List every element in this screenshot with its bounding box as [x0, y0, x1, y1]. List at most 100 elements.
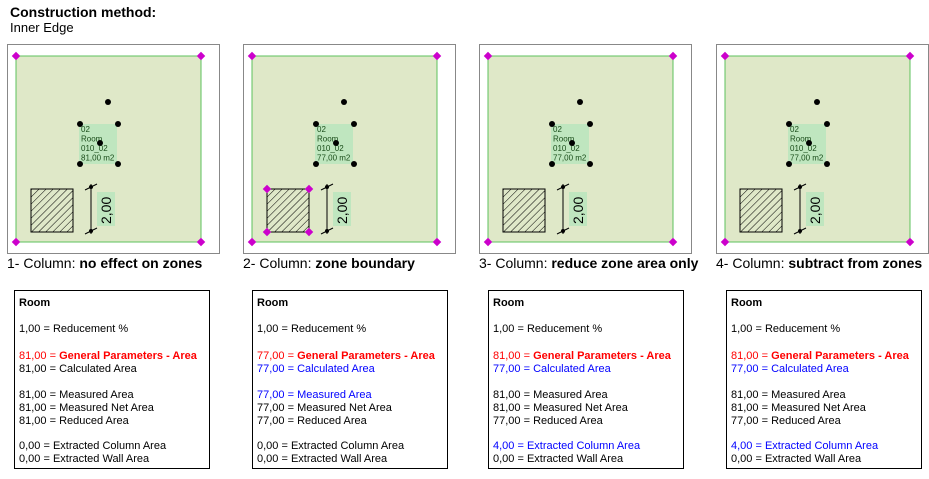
column-element[interactable]	[739, 188, 783, 233]
zone-corner-handle[interactable]	[432, 51, 442, 61]
caption-method: subtract from zones	[788, 255, 923, 271]
measured-area-line: 81,00 = Measured Area	[19, 389, 134, 401]
stamp-hotspot[interactable]	[814, 99, 820, 105]
stamp-hotspot[interactable]	[115, 161, 121, 167]
method-caption: 4- Column: subtract from zones	[716, 255, 922, 271]
zone-stamp-line: Room	[553, 135, 575, 144]
construction-method-value: Inner Edge	[10, 20, 74, 35]
gp-area-value: 77,00 =	[257, 350, 298, 362]
zone-stamp-line: Room	[317, 135, 339, 144]
zone-corner-handle[interactable]	[262, 184, 272, 194]
extracted-wall-area-line: 0,00 = Extracted Wall Area	[19, 453, 150, 465]
general-parameters-area-line: 77,00 = General Parameters - Area	[257, 350, 435, 362]
zone-corner-handle[interactable]	[11, 51, 21, 61]
measured-net-area-line: 81,00 = Measured Net Area	[493, 402, 628, 414]
stamp-hotspot[interactable]	[351, 121, 357, 127]
zone-stamp-line: 02	[81, 125, 90, 134]
zone-stamp-line: 02	[553, 125, 562, 134]
stamp-hotspot[interactable]	[786, 121, 792, 127]
stamp-hotspot[interactable]	[77, 121, 83, 127]
reduced-area-line: 77,00 = Reduced Area	[257, 415, 367, 427]
stamp-hotspot[interactable]	[77, 161, 83, 167]
calculated-area-line: 77,00 = Calculated Area	[257, 363, 375, 375]
stamp-hotspot[interactable]	[786, 161, 792, 167]
extracted-wall-area-line: 0,00 = Extracted Wall Area	[731, 453, 862, 465]
zone-corner-handle[interactable]	[432, 237, 442, 247]
stamp-hotspot[interactable]	[587, 161, 593, 167]
gp-area-value: 81,00 =	[19, 350, 60, 362]
reducement-line: 1,00 = Reducement %	[493, 323, 603, 335]
measured-area-line: 77,00 = Measured Area	[257, 389, 372, 401]
stamp-hotspot[interactable]	[333, 140, 339, 146]
dimension-line[interactable]: 2,00	[556, 183, 587, 235]
zone-stamp-line: Room	[790, 135, 812, 144]
zone-stamp-line: 010_02	[553, 144, 580, 153]
extracted-column-area-line: 4,00 = Extracted Column Area	[731, 440, 879, 452]
stamp-hotspot[interactable]	[824, 121, 830, 127]
room-title: Room	[257, 297, 289, 309]
stamp-hotspot[interactable]	[105, 99, 111, 105]
stamp-hotspot[interactable]	[97, 140, 103, 146]
stamp-hotspot[interactable]	[313, 161, 319, 167]
zone-corner-handle[interactable]	[262, 227, 272, 237]
zone-corner-handle[interactable]	[304, 227, 314, 237]
caption-method: zone boundary	[315, 255, 415, 271]
column-element[interactable]	[502, 188, 546, 233]
zone-corner-handle[interactable]	[483, 51, 493, 61]
room-title: Room	[493, 297, 525, 309]
zone-stamp-line: 77,00 m2	[317, 154, 351, 163]
zone-stamp-line: Room	[81, 135, 103, 144]
zone-stamp-line: 010_02	[81, 144, 108, 153]
dimension-line[interactable]: 2,00	[84, 183, 115, 235]
room-parameters-box: Room 1,00 = Reducement % 77,00 = Calculate…	[252, 290, 448, 469]
measured-area-line: 81,00 = Measured Area	[493, 389, 608, 401]
measured-net-area-line: 77,00 = Measured Net Area	[257, 402, 392, 414]
dimension-line[interactable]: 2,00	[793, 183, 824, 235]
zone-stamp-line: 010_02	[317, 144, 344, 153]
dimension-value: 2,00	[807, 197, 823, 224]
stamp-hotspot[interactable]	[569, 140, 575, 146]
zone-corner-handle[interactable]	[483, 237, 493, 247]
zone-stamp-line: 77,00 m2	[553, 154, 587, 163]
stamp-hotspot[interactable]	[549, 121, 555, 127]
dimension-line[interactable]: 2,00	[320, 183, 351, 235]
stamp-hotspot[interactable]	[824, 161, 830, 167]
reducement-line: 1,00 = Reducement %	[731, 323, 841, 335]
zone-stamp-line: 02	[790, 125, 799, 134]
caption-prefix: 4- Column:	[716, 255, 789, 271]
zone-corner-handle[interactable]	[304, 184, 314, 194]
zone-stamp-line: 010_02	[790, 144, 817, 153]
method-caption: 2- Column: zone boundary	[243, 255, 415, 271]
measured-net-area-line: 81,00 = Measured Net Area	[19, 402, 154, 414]
column-element[interactable]	[30, 188, 74, 233]
stamp-hotspot[interactable]	[351, 161, 357, 167]
calculated-area-line: 81,00 = Calculated Area	[19, 363, 137, 375]
reduced-area-line: 77,00 = Reduced Area	[493, 415, 603, 427]
room-title: Room	[731, 297, 763, 309]
gp-area-label: General Parameters - Area	[297, 350, 435, 362]
stamp-hotspot[interactable]	[549, 161, 555, 167]
stamp-hotspot[interactable]	[587, 121, 593, 127]
measured-net-area-line: 81,00 = Measured Net Area	[731, 402, 866, 414]
stamp-hotspot[interactable]	[577, 99, 583, 105]
column-element[interactable]	[266, 188, 310, 233]
stamp-hotspot[interactable]	[313, 121, 319, 127]
reduced-area-line: 77,00 = Reduced Area	[731, 415, 841, 427]
stamp-hotspot[interactable]	[115, 121, 121, 127]
stamp-hotspot[interactable]	[341, 99, 347, 105]
stamp-hotspot[interactable]	[806, 140, 812, 146]
caption-prefix: 2- Column:	[243, 255, 316, 271]
dimension-value: 2,00	[570, 197, 586, 224]
zone-corner-handle[interactable]	[196, 237, 206, 247]
general-parameters-area-line: 81,00 = General Parameters - Area	[731, 350, 909, 362]
reducement-line: 1,00 = Reducement %	[257, 323, 367, 335]
reducement-line: 1,00 = Reducement %	[19, 323, 129, 335]
extracted-wall-area-line: 0,00 = Extracted Wall Area	[493, 453, 624, 465]
caption-prefix: 3- Column:	[479, 255, 552, 271]
